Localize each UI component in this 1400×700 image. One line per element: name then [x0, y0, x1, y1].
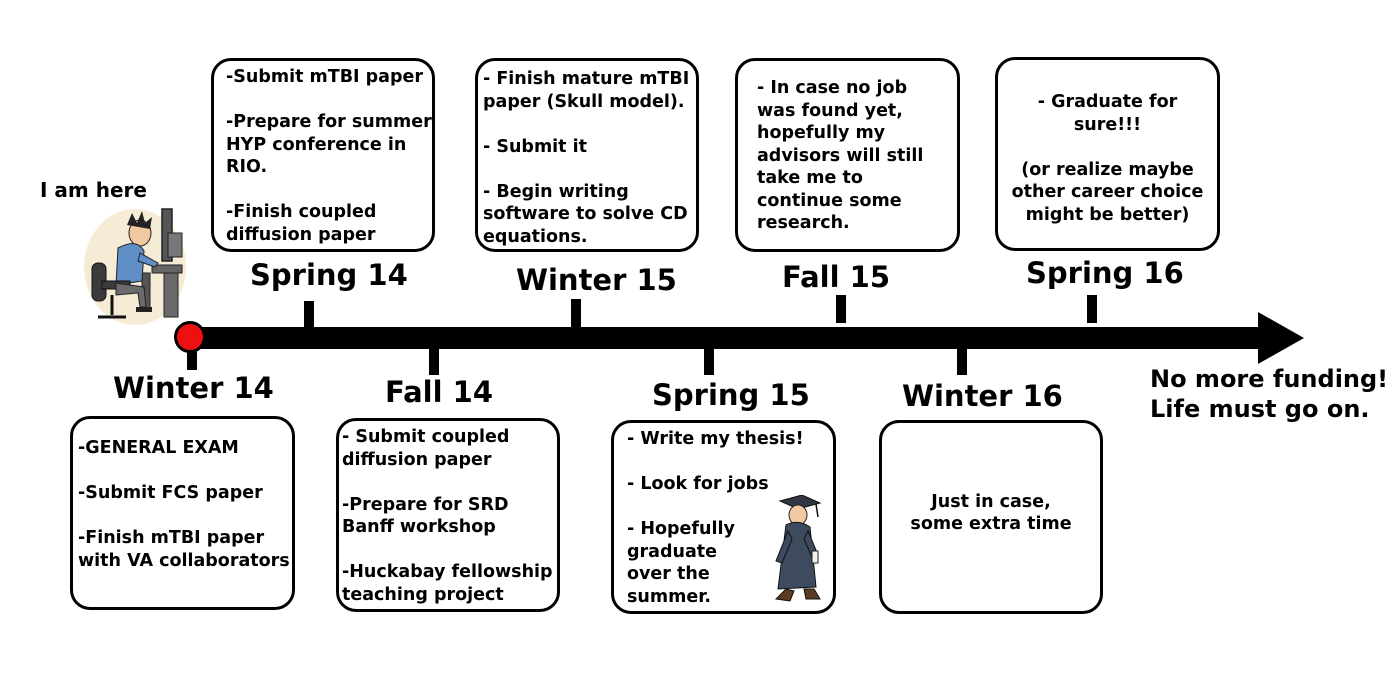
- task-box-fall15: - In case no job was found yet, hopefull…: [735, 58, 960, 252]
- task-box-spring16: - Graduate for sure!!! (or realize maybe…: [995, 57, 1220, 251]
- task-box-winter16: Just in case, some extra time: [879, 420, 1103, 614]
- tick-spring15: [704, 347, 714, 375]
- task-box-winter14: -GENERAL EXAM -Submit FCS paper -Finish …: [70, 416, 295, 610]
- period-label-spring15: Spring 15: [652, 378, 810, 412]
- task-item: - Begin writing software to solve CD equ…: [483, 181, 688, 247]
- tick-fall14: [429, 347, 439, 375]
- graduate-walking-icon: [774, 495, 822, 602]
- task-item: - Submit it: [483, 136, 588, 157]
- timeline-axis: [190, 327, 1262, 349]
- task-item: (or realize maybe other career choice mi…: [1011, 159, 1204, 225]
- start-marker-stem: [187, 350, 197, 370]
- period-label-fall14: Fall 14: [385, 375, 494, 409]
- period-label-winter14: Winter 14: [113, 371, 274, 405]
- timeline-arrow-head: [1258, 312, 1304, 364]
- period-label-spring14: Spring 14: [250, 258, 408, 292]
- task-item: -GENERAL EXAM: [78, 438, 239, 458]
- tick-spring14: [304, 301, 314, 329]
- task-item: -Huckabay fellowship teaching project: [342, 562, 553, 605]
- task-item: - Submit coupled diffusion paper: [342, 427, 510, 470]
- start-marker-dot: [174, 321, 206, 353]
- tick-winter15: [571, 299, 581, 327]
- task-item: -Submit FCS paper: [78, 483, 263, 503]
- task-item: -Prepare for SRD Banff workshop: [342, 494, 509, 538]
- task-item: Just in case, some extra time: [910, 491, 1072, 535]
- period-label-spring16: Spring 16: [1026, 256, 1184, 290]
- end-note-line1: No more funding!: [1150, 365, 1389, 393]
- task-item: - Hopefully graduate over the summer.: [627, 519, 735, 607]
- end-note-line2: Life must go on.: [1150, 395, 1370, 423]
- task-item: - Look for jobs: [627, 474, 769, 494]
- task-item: - Finish mature mTBI paper (Skull model)…: [483, 69, 690, 112]
- task-item: -Submit mTBI paper: [226, 67, 424, 87]
- period-label-fall15: Fall 15: [782, 260, 891, 294]
- task-item: - In case no job was found yet, hopefull…: [757, 78, 924, 233]
- task-item: -Prepare for summer HYP conference in RI…: [226, 112, 432, 177]
- task-item: -Finish mTBI paper with VA collaborators: [78, 528, 290, 571]
- task-item: -Finish coupled diffusion paper: [226, 202, 377, 245]
- task-box-spring15: - Write my thesis! - Look for jobs - Hop…: [611, 420, 836, 614]
- task-box-spring14: -Submit mTBI paper -Prepare for summer H…: [211, 58, 435, 252]
- task-item: - Graduate for sure!!!: [1037, 92, 1178, 135]
- person-at-computer-icon: [84, 208, 186, 325]
- end-note: No more funding! Life must go on.: [1150, 364, 1388, 424]
- tick-winter16: [957, 347, 967, 375]
- task-box-fall14: - Submit coupled diffusion paper -Prepar…: [336, 418, 560, 612]
- period-label-winter16: Winter 16: [902, 379, 1063, 413]
- task-item: - Write my thesis!: [627, 429, 804, 449]
- tick-fall15: [836, 295, 846, 323]
- start-marker-label: I am here: [40, 178, 147, 202]
- period-label-winter15: Winter 15: [516, 263, 677, 297]
- tick-spring16: [1087, 295, 1097, 323]
- task-box-winter15: - Finish mature mTBI paper (Skull model)…: [475, 58, 699, 252]
